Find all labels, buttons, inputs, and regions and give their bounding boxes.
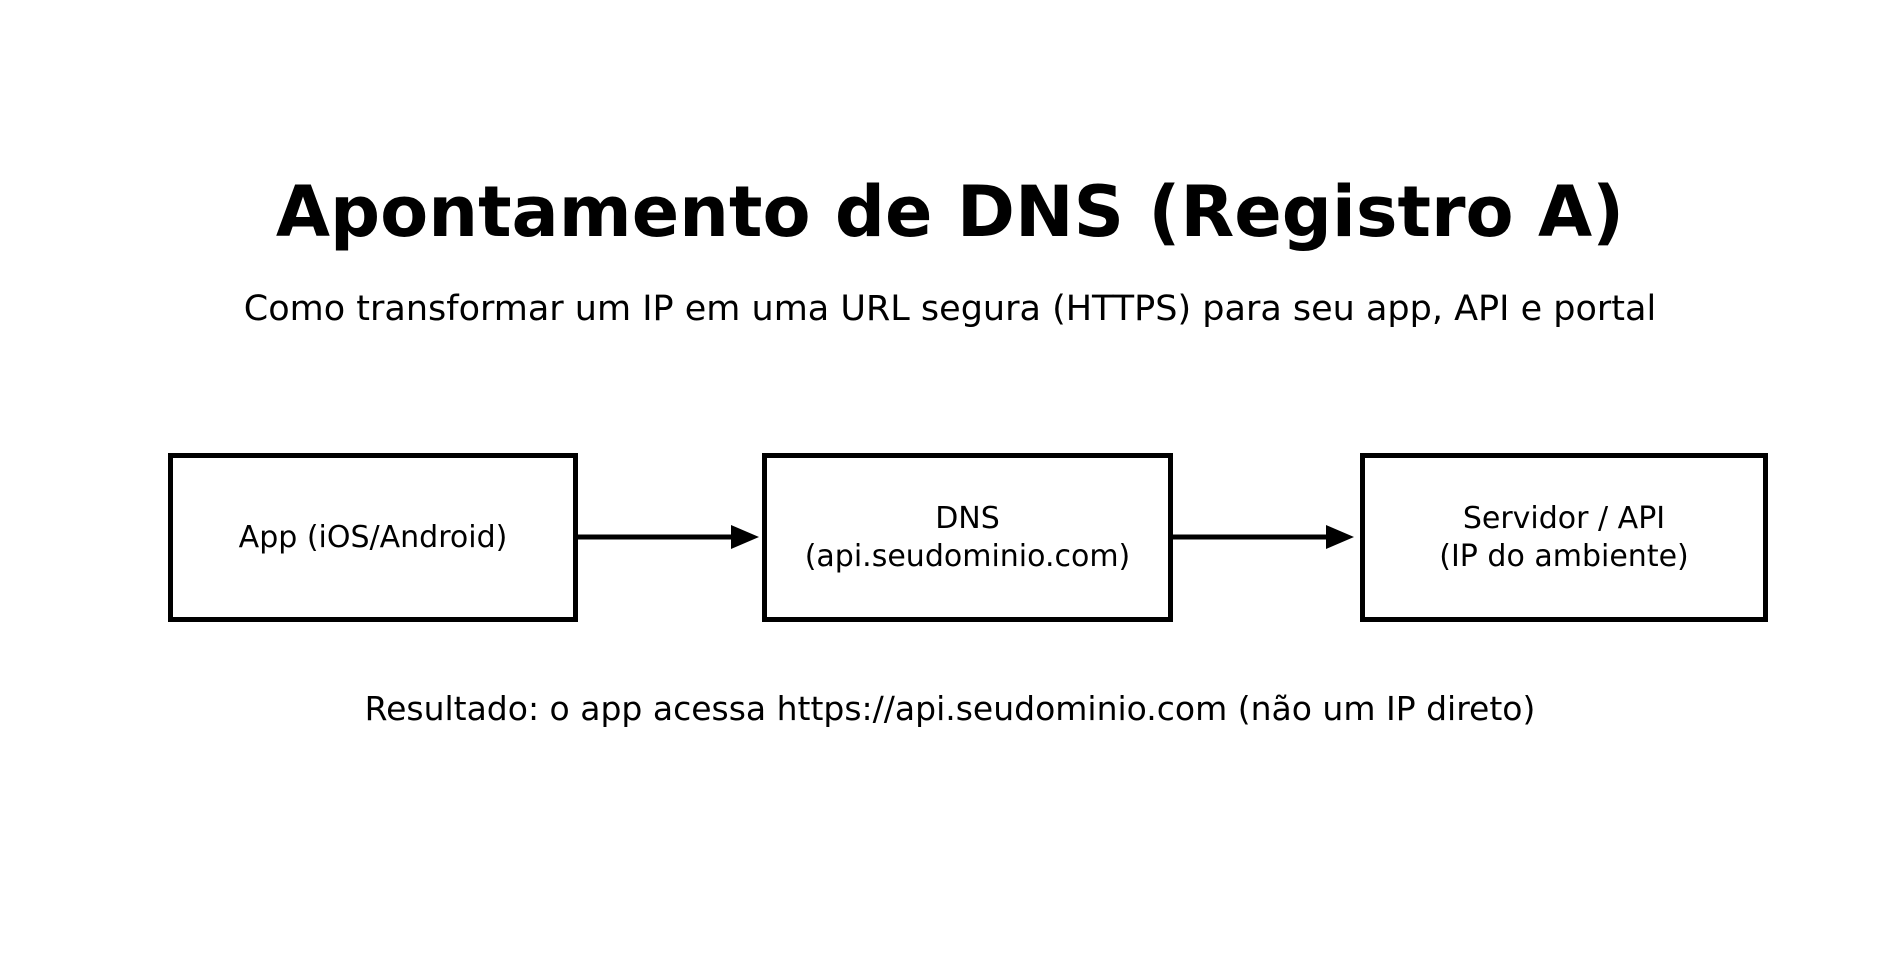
page-subtitle: Como transformar um IP em uma URL segura… bbox=[243, 289, 1657, 329]
node-dns-label: DNS bbox=[935, 500, 1000, 536]
node-server: Servidor / API (IP do ambiente) bbox=[1360, 453, 1768, 622]
result-caption: Resultado: o app acessa https://api.seud… bbox=[364, 689, 1536, 728]
arrow-app-to-dns-icon bbox=[578, 517, 762, 557]
page-title: Apontamento de DNS (Registro A) bbox=[275, 171, 1625, 253]
node-dns-sublabel: (api.seudominio.com) bbox=[804, 538, 1131, 574]
node-server-sublabel: (IP do ambiente) bbox=[1439, 538, 1689, 574]
arrow-dns-to-server-icon bbox=[1173, 517, 1357, 557]
node-app-label: App (iOS/Android) bbox=[238, 519, 508, 555]
node-app: App (iOS/Android) bbox=[168, 453, 578, 622]
node-server-label: Servidor / API bbox=[1462, 500, 1666, 536]
node-dns: DNS (api.seudominio.com) bbox=[762, 453, 1173, 622]
